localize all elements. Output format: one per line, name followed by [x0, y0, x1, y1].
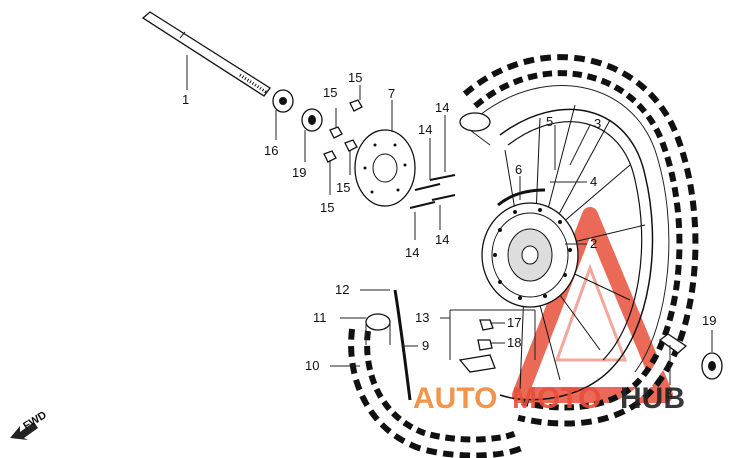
label-9: 9: [422, 338, 429, 353]
fwd-arrow-icon: [10, 422, 38, 440]
hub: [481, 202, 579, 308]
spoke-nipples: [409, 174, 456, 209]
label-7: 7: [388, 86, 395, 101]
label-8: 8: [665, 386, 672, 401]
rim-band: [497, 188, 546, 207]
tire-front: [348, 328, 525, 458]
label-19-left: 19: [292, 165, 306, 180]
disc-nuts: [323, 99, 363, 163]
label-6: 6: [515, 162, 522, 177]
label-13: 13: [415, 310, 429, 325]
label-19-right: 19: [702, 313, 716, 328]
part-number-labels: 1 2 3 4 5 6 7 8 9 10 11 12 13 14 14 14 1…: [182, 70, 716, 401]
dust-seal-right: [701, 352, 723, 380]
label-16: 16: [264, 143, 278, 158]
label-14-top: 14: [435, 100, 449, 115]
rim: [499, 108, 654, 401]
label-4: 4: [590, 174, 597, 189]
label-1: 1: [182, 92, 189, 107]
watermark-text: AUTO MOTO HUB: [413, 382, 685, 415]
label-14-bottom-right: 14: [435, 232, 449, 247]
fwd-indicator: FWD: [10, 409, 49, 440]
label-3: 3: [594, 116, 601, 131]
watermark-moto: MOTO: [512, 382, 601, 415]
label-2: 2: [590, 236, 597, 251]
rim-strip: [393, 289, 412, 401]
label-15-left: 15: [323, 85, 337, 100]
dust-seal-left: [301, 108, 323, 132]
bearing-left: [272, 89, 294, 113]
label-10: 10: [305, 358, 319, 373]
label-18: 18: [507, 335, 521, 350]
label-15-mid: 15: [336, 180, 350, 195]
watermark-auto: AUTO: [413, 382, 497, 415]
label-17: 17: [507, 315, 521, 330]
label-12: 12: [335, 282, 349, 297]
label-5: 5: [546, 114, 553, 129]
watermark-hub: HUB: [620, 382, 685, 415]
collar: [658, 333, 688, 354]
label-15-top: 15: [348, 70, 362, 85]
brake-disc: [354, 129, 416, 207]
axle: [141, 11, 271, 97]
valve-parts: [458, 319, 496, 373]
leader-lines: [186, 55, 713, 385]
inner-tube: [365, 313, 391, 345]
label-14-bottom-left: 14: [405, 245, 419, 260]
tube-top: [459, 112, 491, 146]
label-14-mid: 14: [418, 122, 432, 137]
label-15-bottom: 15: [320, 200, 334, 215]
label-11: 11: [313, 310, 327, 325]
tire-back: [462, 54, 699, 427]
